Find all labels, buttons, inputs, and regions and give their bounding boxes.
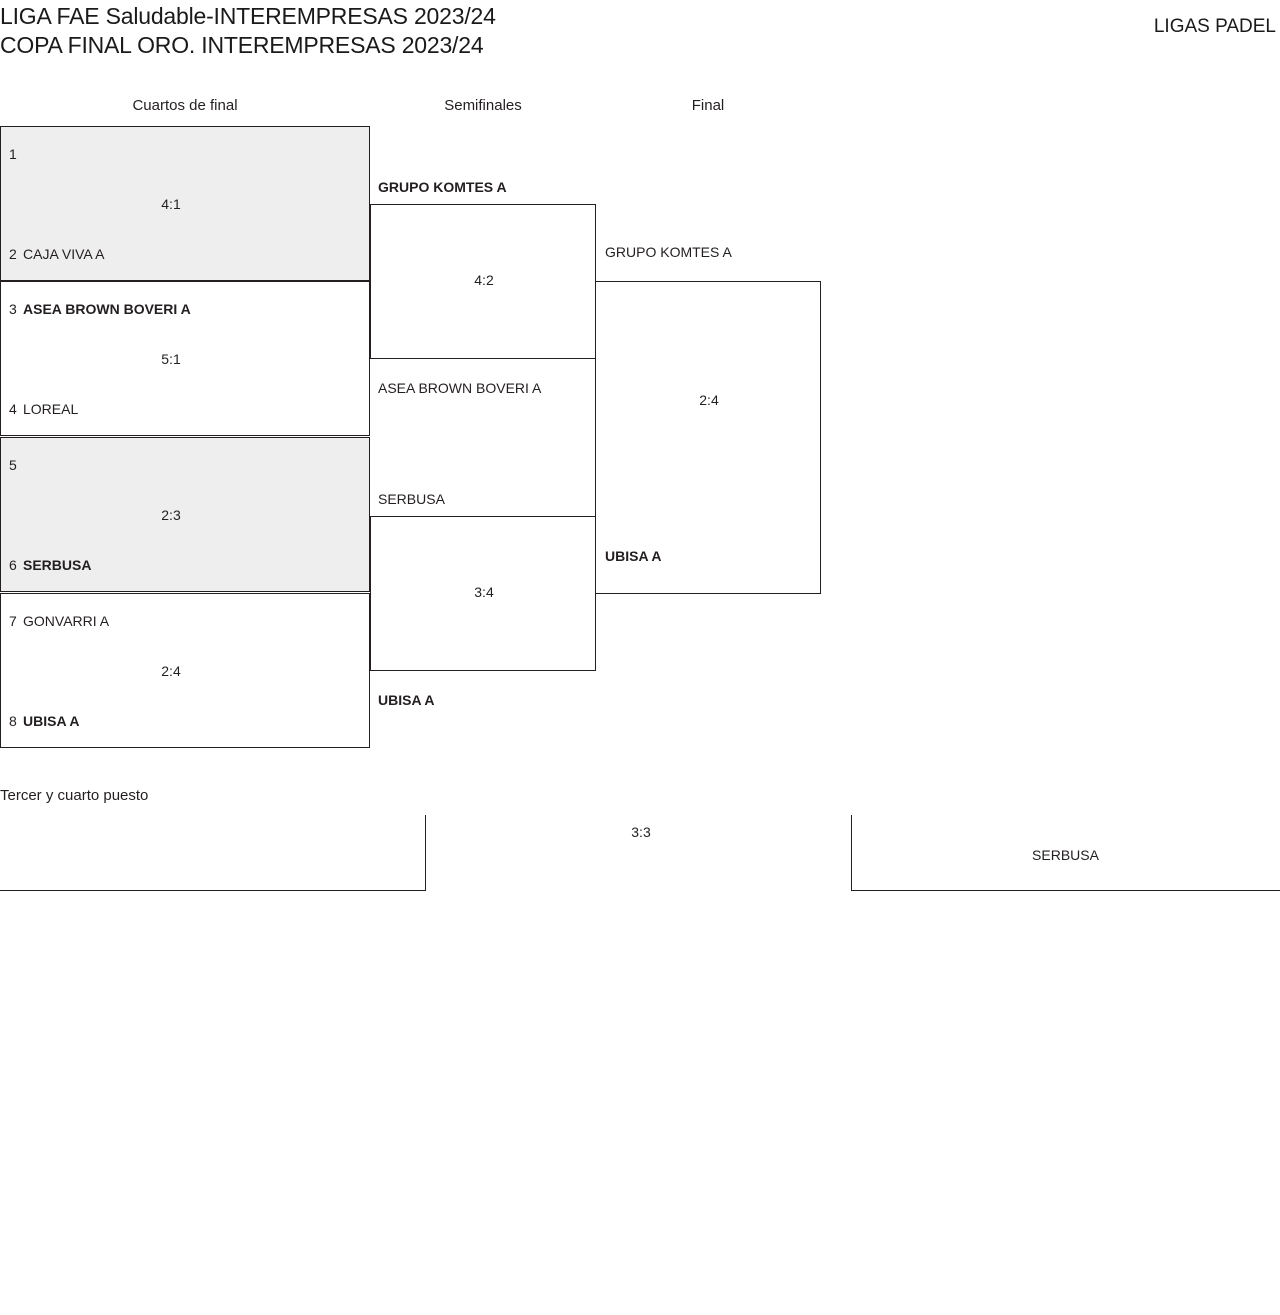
match-score: 2:3 — [161, 507, 181, 523]
third-place-left-box[interactable] — [0, 815, 426, 891]
match-score: 3:4 — [474, 584, 494, 600]
team-name: GRUPO KOMTES A — [605, 244, 732, 260]
match-semifinal-1[interactable]: GRUPO KOMTES A 4:2 ASEA BROWN BOVERI A — [370, 179, 596, 396]
match-slot-bottom[interactable]: 4 LOREAL — [1, 401, 369, 418]
page-title-line-2: COPA FINAL ORO. INTEREMPRESAS 2023/24 — [0, 32, 484, 58]
third-place-title: Tercer y cuarto puesto — [0, 787, 149, 804]
match-quarterfinal-4[interactable]: 7 GONVARRI A 2:4 8 UBISA A — [0, 593, 370, 748]
team-name: LOREAL — [23, 401, 79, 417]
round-header-final: Final — [691, 97, 725, 114]
team-name: SERBUSA — [23, 557, 92, 573]
third-place-score: 3:3 — [631, 824, 651, 840]
match-score: 4:1 — [161, 196, 181, 212]
seed-number: 8 — [9, 713, 17, 729]
seed-number: 5 — [9, 457, 17, 473]
seed-number: 4 — [9, 401, 17, 417]
third-place-right-team: SERBUSA — [1032, 847, 1099, 863]
match-slot-top[interactable]: SERBUSA — [371, 491, 595, 508]
seed-number: 2 — [9, 246, 17, 262]
match-slot-bottom[interactable]: UBISA A — [371, 692, 595, 709]
seed-number: 3 — [9, 301, 17, 317]
match-slot-bottom[interactable]: UBISA A — [596, 548, 820, 565]
match-score: 2:4 — [161, 663, 181, 679]
team-name: GRUPO KOMTES A — [378, 179, 507, 195]
match-slot-top[interactable]: GRUPO KOMTES A — [371, 179, 595, 196]
match-slot-top[interactable]: 1 — [1, 146, 369, 163]
match-score: 4:2 — [474, 272, 494, 288]
match-semifinal-2[interactable]: SERBUSA 3:4 UBISA A — [370, 491, 596, 708]
page-title-line-1: LIGA FAE Saludable-INTEREMPRESAS 2023/24 — [0, 3, 496, 29]
match-slot-top[interactable]: 7 GONVARRI A — [1, 613, 369, 630]
match-slot-bottom[interactable]: 2 CAJA VIVA A — [1, 246, 369, 263]
seed-number: 7 — [9, 613, 17, 629]
match-slot-bottom[interactable]: ASEA BROWN BOVERI A — [371, 380, 595, 397]
team-name: UBISA A — [605, 548, 662, 564]
match-slot-bottom[interactable]: 8 UBISA A — [1, 713, 369, 730]
team-name: GONVARRI A — [23, 613, 110, 629]
team-name: SERBUSA — [378, 491, 445, 507]
match-quarterfinal-3[interactable]: 5 2:3 6 SERBUSA — [0, 437, 370, 592]
match-quarterfinal-1[interactable]: 1 4:1 2 CAJA VIVA A — [0, 126, 370, 281]
team-name: CAJA VIVA A — [23, 246, 105, 262]
third-place-right-box[interactable] — [851, 815, 1280, 891]
round-header-semifinals: Semifinales — [444, 97, 522, 114]
team-name: ASEA BROWN BOVERI A — [23, 301, 191, 317]
page-title: LIGA FAE Saludable-INTEREMPRESAS 2023/24… — [0, 2, 820, 60]
match-score: 5:1 — [161, 351, 181, 367]
match-final[interactable]: GRUPO KOMTES A 2:4 UBISA A — [595, 244, 821, 594]
brand-label: LIGAS PADEL — [1153, 16, 1276, 37]
team-name: UBISA A — [378, 692, 435, 708]
match-slot-top[interactable]: GRUPO KOMTES A — [596, 244, 820, 261]
match-slot-bottom[interactable]: 6 SERBUSA — [1, 557, 369, 574]
team-name: UBISA A — [23, 713, 80, 729]
round-header-quarterfinals: Cuartos de final — [132, 97, 238, 114]
seed-number: 1 — [9, 146, 17, 162]
seed-number: 6 — [9, 557, 17, 573]
team-name: ASEA BROWN BOVERI A — [378, 380, 542, 396]
match-score: 2:4 — [699, 392, 719, 408]
match-slot-top[interactable]: 3 ASEA BROWN BOVERI A — [1, 301, 369, 318]
match-quarterfinal-2[interactable]: 3 ASEA BROWN BOVERI A 5:1 4 LOREAL — [0, 281, 370, 436]
match-slot-top[interactable]: 5 — [1, 457, 369, 474]
